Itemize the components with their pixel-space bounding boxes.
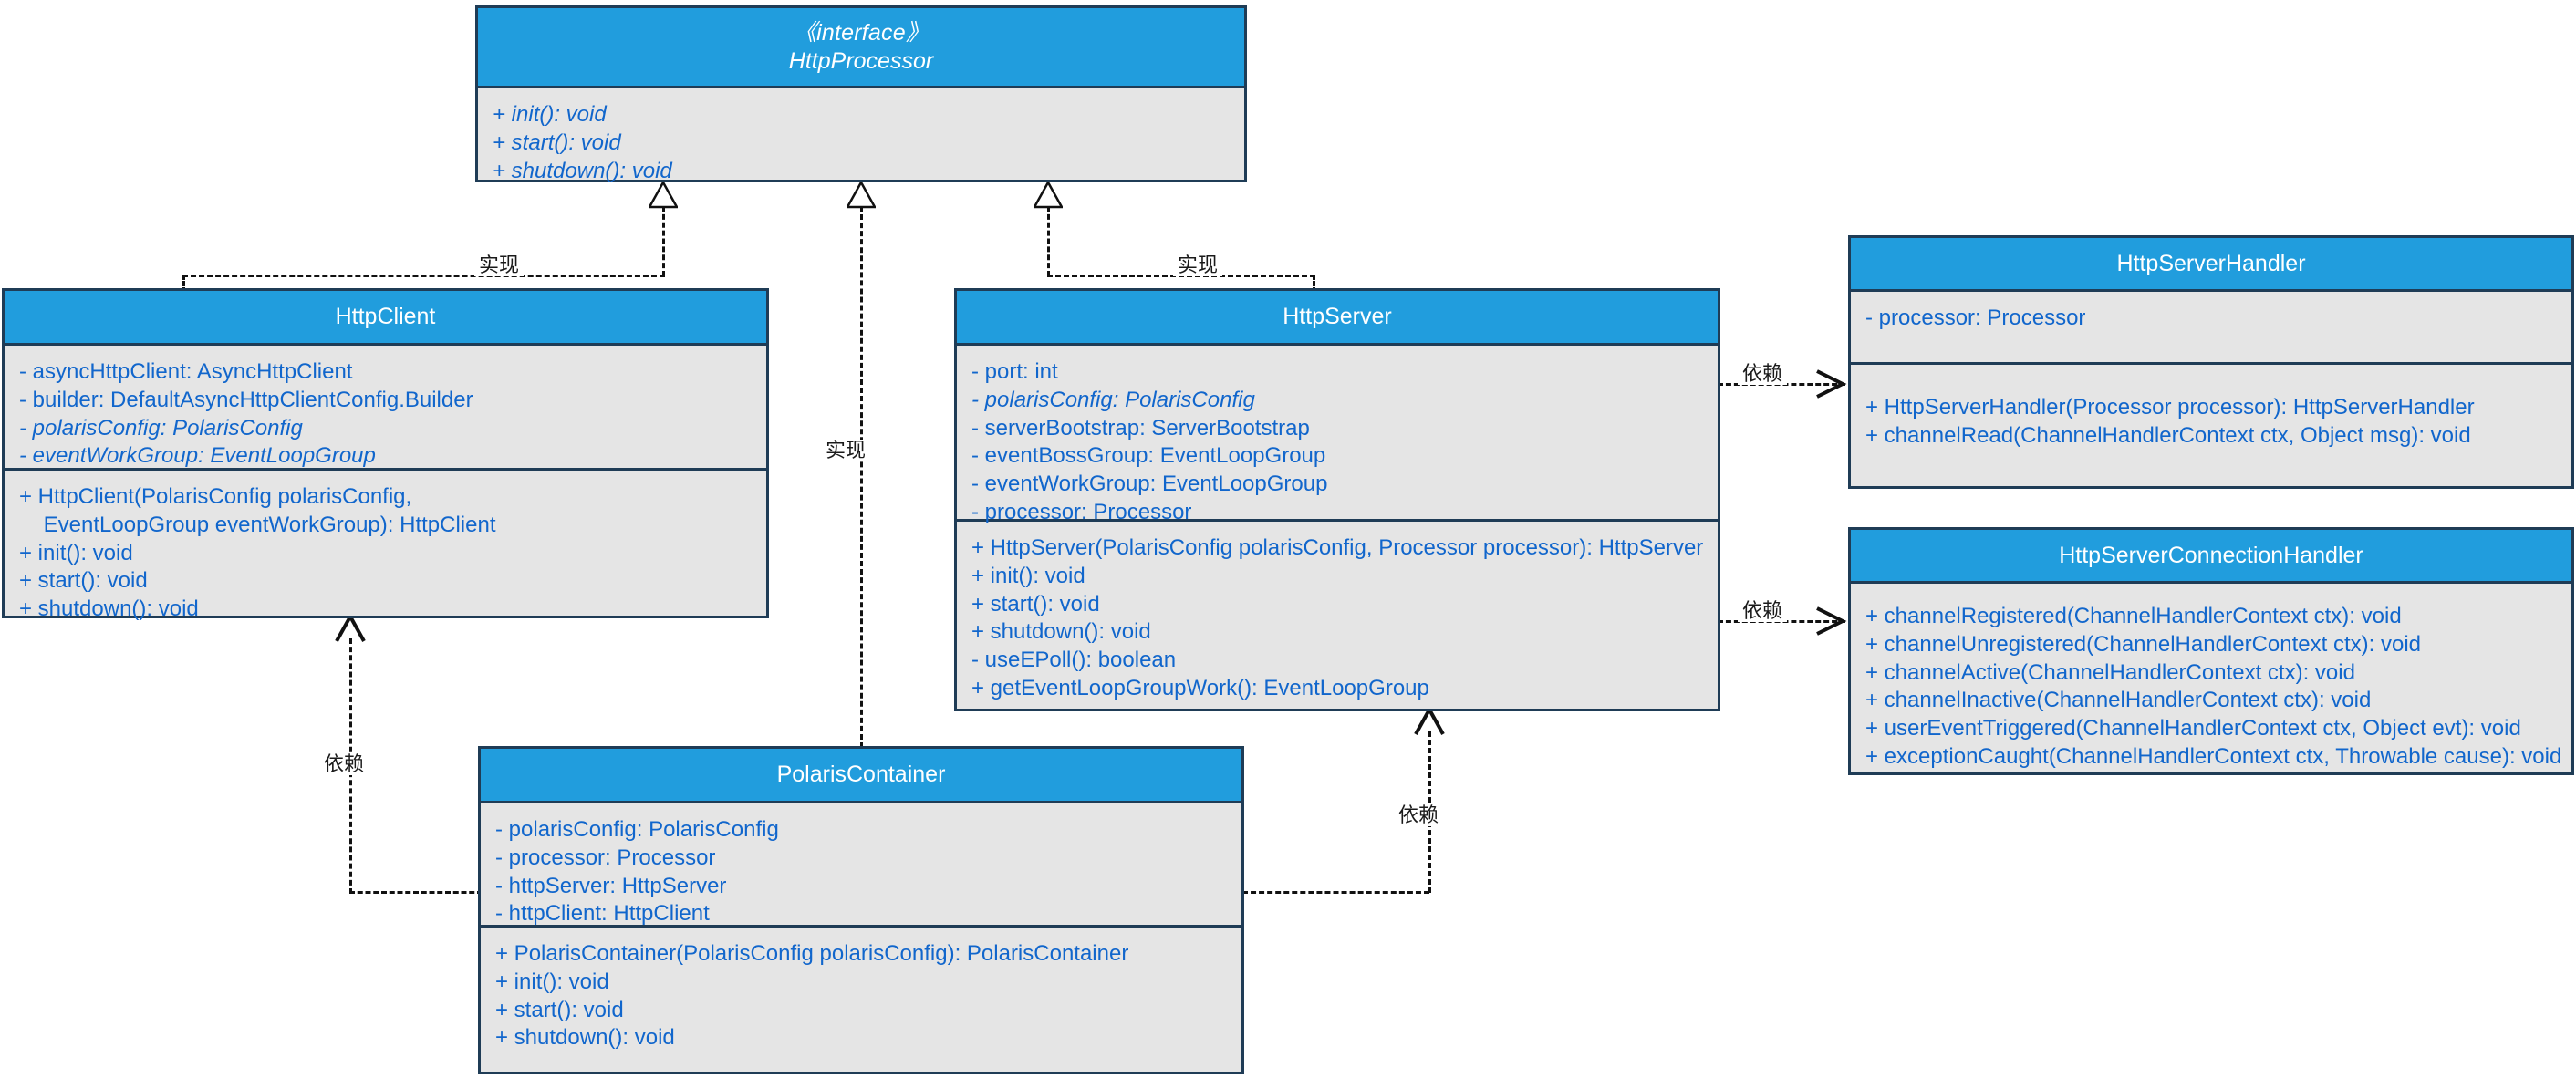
class-member: + start(): void: [971, 591, 1100, 617]
class-member: EventLoopGroup eventWorkGroup): HttpClie…: [19, 512, 496, 537]
class-member: + channelRead(ChannelHandlerContext ctx,…: [1865, 422, 2471, 448]
class-member: - polarisConfig: PolarisConfig: [971, 387, 1255, 412]
edge-realize-client-horizontal: [182, 275, 665, 277]
class-box-http-server[interactable]: HttpServer - port: int - polarisConfig: …: [954, 288, 1720, 711]
edge-realize-client-vertical-top: [662, 206, 665, 276]
class-member: - processor: Processor: [1865, 306, 2086, 330]
dependency-arrowhead-server-connhandler: [1816, 606, 1847, 636]
class-header-http-processor: 《interface》 HttpProcessor: [478, 8, 1244, 88]
class-member: - polarisConfig: PolarisConfig: [495, 817, 779, 842]
realization-arrowhead-client: [649, 181, 678, 209]
class-member: + init(): void: [19, 540, 133, 565]
class-header-http-server-handler: HttpServerHandler: [1851, 238, 2571, 292]
class-attributes-http-client: - asyncHttpClient: AsyncHttpClient - bui…: [5, 346, 766, 468]
class-member: + shutdown(): void: [19, 596, 199, 622]
class-member: - eventWorkGroup: EventLoopGroup: [19, 443, 376, 469]
class-member: - builder: DefaultAsyncHttpClientConfig.…: [19, 387, 473, 412]
edge-label-depend-server-connhandler: 依赖: [1738, 599, 1788, 623]
edge-depend-container-server-horizontal: [1242, 891, 1429, 894]
class-name-http-server-handler: HttpServerHandler: [2116, 250, 2306, 276]
class-member: + shutdown(): void: [495, 1025, 675, 1051]
class-member: - port: int: [971, 359, 1058, 384]
class-header-polaris-container: PolarisContainer: [481, 749, 1241, 803]
class-member: + start(): void: [495, 997, 624, 1022]
edge-label-realize-client: 实现: [474, 254, 525, 277]
realization-arrowhead-server: [1034, 181, 1063, 209]
class-member: + channelRegistered(ChannelHandlerContex…: [1865, 604, 2402, 628]
class-member: + init(): void: [971, 563, 1085, 588]
class-box-http-server-handler[interactable]: HttpServerHandler - processor: Processor…: [1848, 235, 2574, 489]
class-name-polaris-container: PolarisContainer: [776, 762, 946, 788]
class-member: + start(): void: [493, 130, 621, 155]
class-member: + HttpServer(PolarisConfig polarisConfig…: [971, 535, 1704, 560]
edge-realize-server-vertical-bottom: [1313, 275, 1315, 293]
class-attributes-http-server-handler: - processor: Processor: [1851, 292, 2571, 362]
class-stereotype-http-processor: 《interface》: [793, 20, 930, 46]
edge-depend-container-client-horizontal: [349, 891, 483, 894]
realization-arrowhead-container: [847, 181, 876, 209]
class-methods-http-server-handler: + HttpServerHandler(Processor processor)…: [1851, 362, 2571, 460]
class-methods-polaris-container: + PolarisContainer(PolarisConfig polaris…: [481, 925, 1241, 1062]
class-box-http-client[interactable]: HttpClient - asyncHttpClient: AsyncHttpC…: [2, 288, 769, 621]
edge-label-depend-container-client: 依赖: [319, 752, 369, 776]
class-methods-http-client: + HttpClient(PolarisConfig polarisConfig…: [5, 468, 766, 633]
class-header-http-server: HttpServer: [957, 291, 1718, 346]
class-methods-http-server: + HttpServer(PolarisConfig polarisConfig…: [957, 519, 1718, 712]
class-attributes-polaris-container: - polarisConfig: PolarisConfig - process…: [481, 803, 1241, 927]
edge-label-realize-container: 实现: [821, 439, 871, 462]
class-member: + HttpClient(PolarisConfig polarisConfig…: [19, 484, 412, 509]
edge-realize-client-vertical-bottom: [182, 275, 185, 293]
class-header-http-server-connection-handler: HttpServerConnectionHandler: [1851, 530, 2571, 584]
class-box-polaris-container[interactable]: PolarisContainer - polarisConfig: Polari…: [478, 746, 1244, 1074]
class-member: + exceptionCaught(ChannelHandlerContext …: [1865, 744, 2562, 770]
class-member: + channelInactive(ChannelHandlerContext …: [1865, 688, 2372, 713]
dependency-arrowhead-server-handler: [1816, 369, 1847, 399]
class-member: - httpClient: HttpClient: [495, 901, 710, 927]
class-name-http-server: HttpServer: [1283, 304, 1392, 330]
edge-label-depend-server-handler: 依赖: [1738, 362, 1788, 386]
edge-label-depend-container-server: 依赖: [1394, 803, 1444, 827]
class-member: + userEventTriggered(ChannelHandlerConte…: [1865, 716, 2521, 741]
class-member: - useEPoll(): boolean: [971, 648, 1177, 673]
class-member: + init(): void: [493, 102, 607, 127]
class-member: - processor: Processor: [495, 845, 716, 870]
class-box-http-processor[interactable]: 《interface》 HttpProcessor + init(): void…: [475, 5, 1247, 183]
class-name-http-client: HttpClient: [335, 304, 436, 330]
class-member: + channelUnregistered(ChannelHandlerCont…: [1865, 631, 2421, 657]
class-member: + HttpServerHandler(Processor processor)…: [1865, 395, 2475, 420]
edge-realize-container-vertical: [860, 206, 863, 748]
class-member: - httpServer: HttpServer: [495, 873, 727, 898]
class-member: + shutdown(): void: [971, 619, 1151, 645]
class-member: - polarisConfig: PolarisConfig: [19, 415, 303, 441]
class-attributes-http-server: - port: int - polarisConfig: PolarisConf…: [957, 346, 1718, 524]
class-member: - eventBossGroup: EventLoopGroup: [971, 443, 1326, 469]
edge-realize-server-vertical-top: [1047, 206, 1050, 276]
class-box-http-server-connection-handler[interactable]: HttpServerConnectionHandler + channelReg…: [1848, 527, 2574, 775]
class-member: - eventWorkGroup: EventLoopGroup: [971, 472, 1328, 497]
class-member: + shutdown(): void: [493, 158, 672, 183]
class-member: - serverBootstrap: ServerBootstrap: [971, 415, 1310, 441]
edge-label-realize-server: 实现: [1173, 254, 1223, 277]
class-header-http-client: HttpClient: [5, 291, 766, 346]
class-methods-http-server-connection-handler: + channelRegistered(ChannelHandlerContex…: [1851, 584, 2571, 781]
class-member: + start(): void: [19, 568, 148, 594]
class-member: + getEventLoopGroupWork(): EventLoopGrou…: [971, 676, 1429, 701]
class-member: + init(): void: [495, 969, 609, 994]
class-name-http-processor: HttpProcessor: [788, 47, 934, 74]
class-name-http-server-connection-handler: HttpServerConnectionHandler: [2059, 542, 2363, 568]
class-member: + channelActive(ChannelHandlerContext ct…: [1865, 659, 2355, 685]
class-member: + PolarisContainer(PolarisConfig polaris…: [495, 941, 1129, 966]
class-member: - processor: Processor: [971, 500, 1192, 525]
class-member: - asyncHttpClient: AsyncHttpClient: [19, 359, 353, 384]
class-methods-http-processor: + init(): void + start(): void + shutdow…: [478, 88, 1244, 194]
